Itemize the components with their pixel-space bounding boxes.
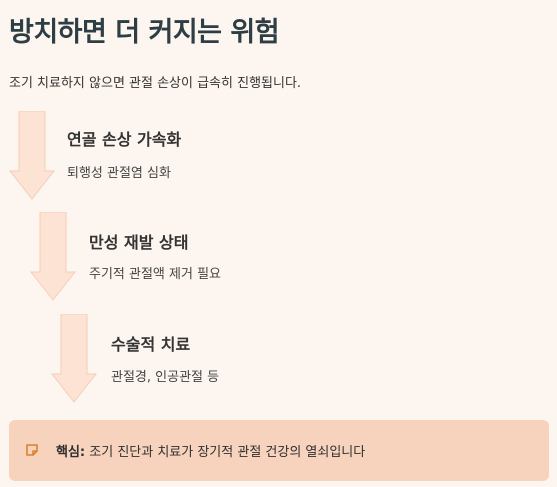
callout-message: 조기 진단과 치료가 장기적 관절 건강의 열쇠입니다 bbox=[89, 445, 366, 460]
down-arrow-icon bbox=[30, 212, 76, 301]
key-callout: 핵심: 조기 진단과 치료가 장기적 관절 건강의 열쇠입니다 bbox=[9, 420, 549, 481]
step-title: 만성 재발 상태 bbox=[89, 233, 189, 252]
step-title: 연골 손상 가속화 bbox=[67, 130, 182, 149]
page-title: 방치하면 더 커지는 위험 bbox=[9, 17, 280, 48]
down-arrow-icon bbox=[9, 111, 55, 200]
page-subtitle: 조기 치료하지 않으면 관절 손상이 급속히 진행됩니다. bbox=[9, 76, 302, 91]
callout-label: 핵심: bbox=[56, 445, 86, 460]
step-title: 수술적 치료 bbox=[111, 335, 191, 354]
step-desc: 퇴행성 관절염 심화 bbox=[67, 166, 171, 181]
callout-text: 핵심: 조기 진단과 치료가 장기적 관절 건강의 열쇠입니다 bbox=[56, 441, 365, 460]
note-icon bbox=[26, 444, 38, 456]
step-desc: 주기적 관절액 제거 필요 bbox=[89, 267, 221, 282]
down-arrow-icon bbox=[51, 314, 97, 403]
step-desc: 관절경, 인공관절 등 bbox=[111, 370, 220, 385]
